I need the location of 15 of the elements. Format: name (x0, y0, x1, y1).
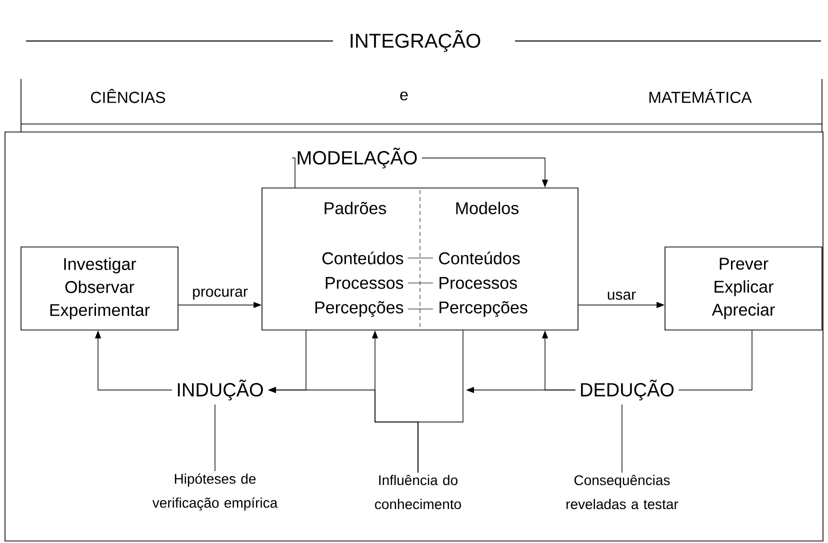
concept-box: Padrões Modelos Conteúdos Conteúdos Processos Processos Percepções Percepções (262, 188, 578, 330)
stage-label: MODELAÇÃO (298, 148, 417, 168)
stage-label: INDUÇÃO (178, 380, 263, 400)
edge-label: procurar (191, 288, 249, 301)
heading: INTEGRAÇÃO (350, 30, 480, 52)
bracket-label: CIÊNCIAS (91, 88, 166, 104)
note-text: Consequências reveladas a testar (566, 474, 678, 510)
activity-box: Prever Explicar Apreciar (664, 246, 822, 330)
activity-box: Investigar Observar Experimentar (20, 246, 178, 330)
note-text: Hipóteses de verificação empírica (152, 473, 278, 511)
stage-label: DEDUÇÃO (581, 380, 674, 400)
edge-label: usar (606, 290, 638, 301)
bracket-label: e (400, 92, 408, 100)
bracket-label: MATEMÁTICA (649, 88, 752, 104)
note-text: Influência do conhecimento (375, 474, 461, 510)
